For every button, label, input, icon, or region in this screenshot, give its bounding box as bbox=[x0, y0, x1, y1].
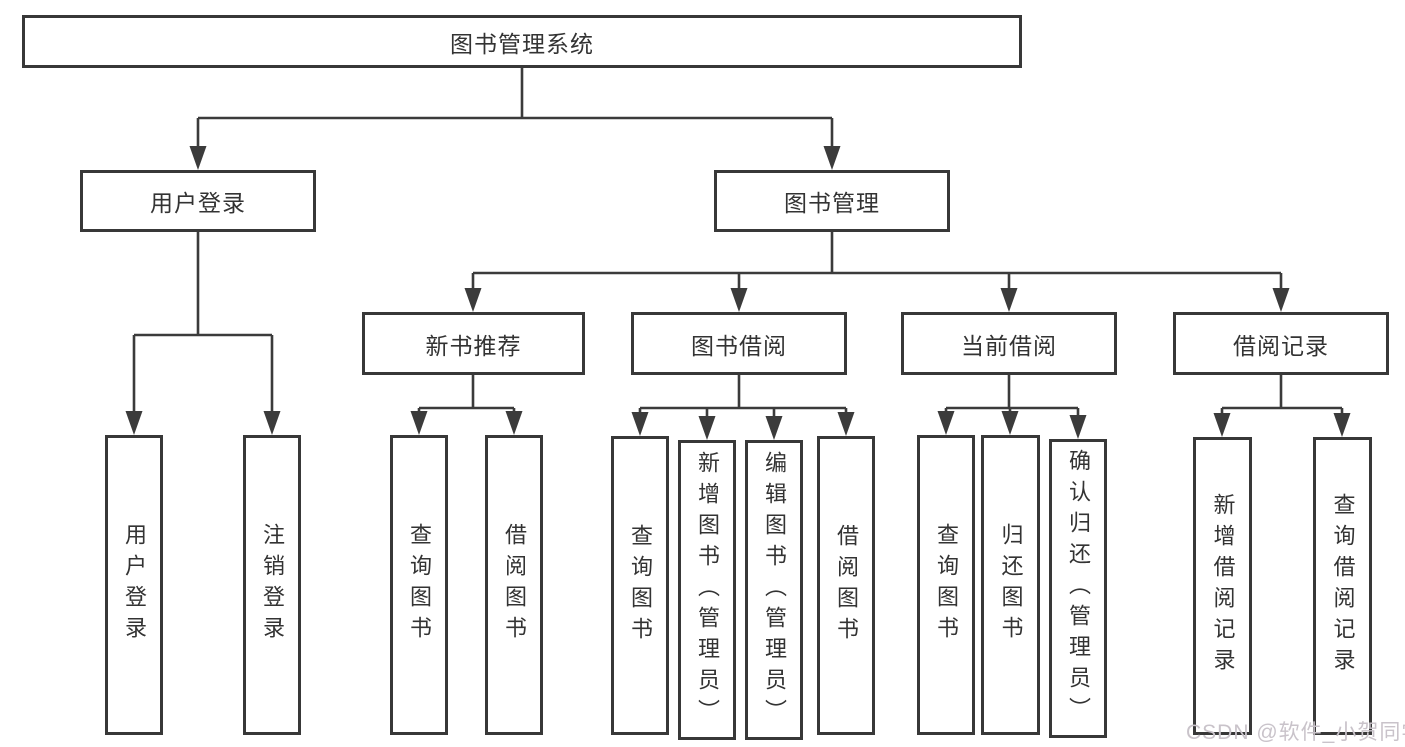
node-label: 借阅图书 bbox=[834, 523, 859, 648]
leaf-edit-book-admin: 编辑图书（管理员） bbox=[745, 440, 803, 740]
leaf-add-borrow-record: 新增借阅记录 bbox=[1193, 437, 1252, 735]
leaf-query-book-recommend: 查询图书 bbox=[390, 435, 448, 735]
node-label: 用户登录 bbox=[150, 190, 246, 216]
node-label: 用户登录 bbox=[122, 523, 147, 647]
node-label: 图书管理 bbox=[784, 190, 880, 216]
leaf-query-book-current: 查询图书 bbox=[917, 435, 975, 735]
node-label: 图书借阅 bbox=[691, 332, 787, 359]
leaf-borrow-book: 借阅图书 bbox=[817, 436, 875, 735]
node-library-management-system: 图书管理系统 bbox=[22, 15, 1022, 68]
node-label: 新书推荐 bbox=[425, 332, 522, 359]
node-label: 新增图书（管理员） bbox=[695, 450, 720, 730]
node-label: 编辑图书（管理员） bbox=[762, 450, 787, 730]
leaf-confirm-return-admin: 确认归还（管理员） bbox=[1049, 439, 1107, 738]
node-label: 借阅记录 bbox=[1233, 332, 1329, 359]
node-label: 查询图书 bbox=[934, 523, 959, 647]
leaf-logout: 注销登录 bbox=[243, 435, 301, 735]
node-book-borrow: 图书借阅 bbox=[631, 312, 847, 375]
node-new-book-recommend: 新书推荐 bbox=[362, 312, 585, 375]
leaf-query-borrow-record: 查询借阅记录 bbox=[1313, 437, 1372, 735]
node-current-borrow: 当前借阅 bbox=[901, 312, 1117, 375]
node-label: 归还图书 bbox=[998, 523, 1024, 647]
leaf-borrow-book-recommend: 借阅图书 bbox=[485, 435, 543, 735]
watermark: CSDN @软件_小贺同学 bbox=[1186, 721, 1405, 744]
node-label: 确认归还（管理员） bbox=[1066, 449, 1091, 728]
leaf-add-book-admin: 新增图书（管理员） bbox=[678, 440, 736, 740]
node-label: 当前借阅 bbox=[961, 332, 1057, 359]
node-book-management: 图书管理 bbox=[714, 170, 950, 232]
node-label: 借阅图书 bbox=[502, 523, 527, 647]
leaf-query-book-borrow: 查询图书 bbox=[611, 436, 669, 735]
node-label: 查询图书 bbox=[628, 523, 653, 648]
node-label: 图书管理系统 bbox=[450, 30, 594, 57]
node-label: 新增借阅记录 bbox=[1210, 493, 1236, 679]
node-label: 查询图书 bbox=[407, 523, 432, 647]
node-borrow-record: 借阅记录 bbox=[1173, 312, 1389, 375]
node-label: 注销登录 bbox=[260, 523, 285, 647]
node-label: 查询借阅记录 bbox=[1330, 493, 1356, 679]
leaf-return-book: 归还图书 bbox=[981, 435, 1040, 735]
node-user-login: 用户登录 bbox=[80, 170, 316, 232]
leaf-user-login: 用户登录 bbox=[105, 435, 163, 735]
